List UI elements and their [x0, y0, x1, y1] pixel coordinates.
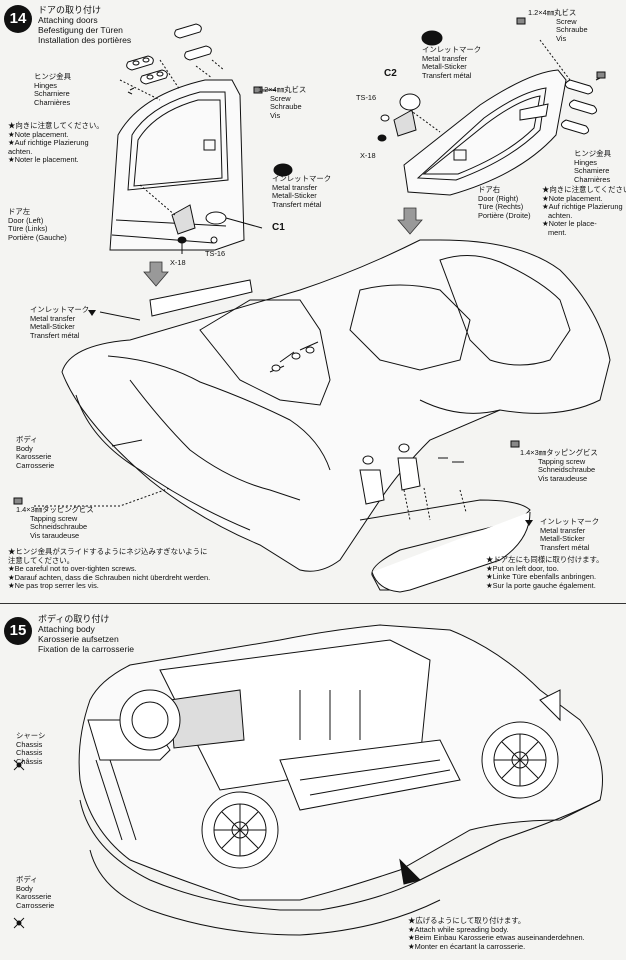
caution-bottom: ★ヒンジ金具がスライドするようにネジ込みすぎないように 注意してください。 ★B… [8, 547, 211, 591]
step-14-number: 14 [4, 5, 32, 33]
door-left-label: ドア左 Door (Left) Türe (Links) Portière (G… [8, 207, 67, 242]
step-divider [0, 603, 626, 604]
title-de: Befestigung der Türen [38, 25, 123, 35]
title-fr: Fixation de la carrosserie [38, 644, 135, 654]
right-hinges-drawing [516, 17, 606, 135]
right-mirror-drawing [377, 30, 443, 142]
hinges-right-label: ヒンジ金具 Hinges Schamiere Charnières [574, 149, 611, 184]
body-label-step14: ボディ Body Karosserie Carrosserie [16, 435, 55, 470]
part-ts16-left-label: TS-16 [205, 249, 226, 258]
metal-transfer-bottom-label: インレットマーク Metal transfer Metall-Sticker T… [540, 517, 600, 552]
tapping-screw-right-label: 1.4×3㎜タッピングビス Tapping screw Schneidschra… [520, 448, 598, 483]
right-door-drawing [403, 69, 567, 196]
title-en: Attaching doors [38, 15, 98, 25]
screwdriver-icons [13, 759, 25, 929]
part-c1-label: C1 [272, 222, 285, 233]
screw-top-left-label: 1.2×4㎜丸ビス Screw Schraube Vis [258, 85, 307, 120]
hinges-left-label: ヒンジ金具 Hinges Scharniere Charnières [34, 72, 71, 107]
left-hinges-drawing [119, 23, 276, 101]
metal-transfer-left-label: インレットマーク Metal transfer Metall-Sticker T… [272, 174, 332, 209]
step-15-title: ボディの取り付け Attaching body Karosserie aufse… [38, 614, 134, 654]
step-14-title: ドアの取り付け Attaching doors Befestigung der … [38, 5, 131, 45]
step14-arrows [143, 207, 423, 287]
part-c2-label: C2 [384, 68, 397, 79]
car-body-drawing [13, 239, 611, 593]
left-door-drawing [109, 79, 245, 251]
part-x18-left-label: X-18 [170, 258, 186, 267]
title-fr: Installation des portières [38, 35, 132, 45]
metal-transfer-body-label: インレットマーク Metal transfer Metall-Sticker T… [30, 305, 90, 340]
door-right-label: ドア右 Door (Right) Türe (Rechts) Portière … [478, 185, 531, 220]
title-ja: ドアの取り付け [38, 5, 102, 15]
body-label-step15: ボディ Body Karosserie Carrosserie [16, 875, 55, 910]
step-15-number: 15 [4, 617, 32, 645]
callout-markers [88, 310, 533, 526]
left-mirror-drawing [139, 163, 293, 254]
title-en: Attaching body [38, 624, 95, 634]
metal-transfer-right-label: インレットマーク Metal transfer Metall-Sticker T… [422, 45, 482, 80]
chassis-and-body-drawing [78, 624, 603, 936]
part-ts16-right-label: TS-16 [356, 93, 377, 102]
title-de: Karosserie aufsetzen [38, 634, 119, 644]
note-left: ★向きに注意してください。 ★Note placement. ★Auf rich… [8, 121, 104, 165]
note-right: ★向きに注意してください。 ★Note placement. ★Auf rich… [542, 185, 626, 237]
title-ja: ボディの取り付け [38, 614, 110, 624]
tapping-screw-left-label: 1.4×3㎜タッピングビス Tapping screw Schneidschra… [16, 505, 94, 540]
step-15-note: ★広げるようにして取り付けます。 ★Attach while spreading… [408, 916, 585, 951]
screw-top-right-label: 1.2×4㎜丸ビス Screw Schraube Vis [528, 8, 588, 43]
chassis-label: シャーシ Chassis Chassis Châssis [16, 731, 46, 766]
door-too-note: ★ドア左にも同様に取り付けます。 ★Put on left door, too.… [486, 555, 604, 590]
part-x18-right-label: X-18 [360, 151, 376, 160]
